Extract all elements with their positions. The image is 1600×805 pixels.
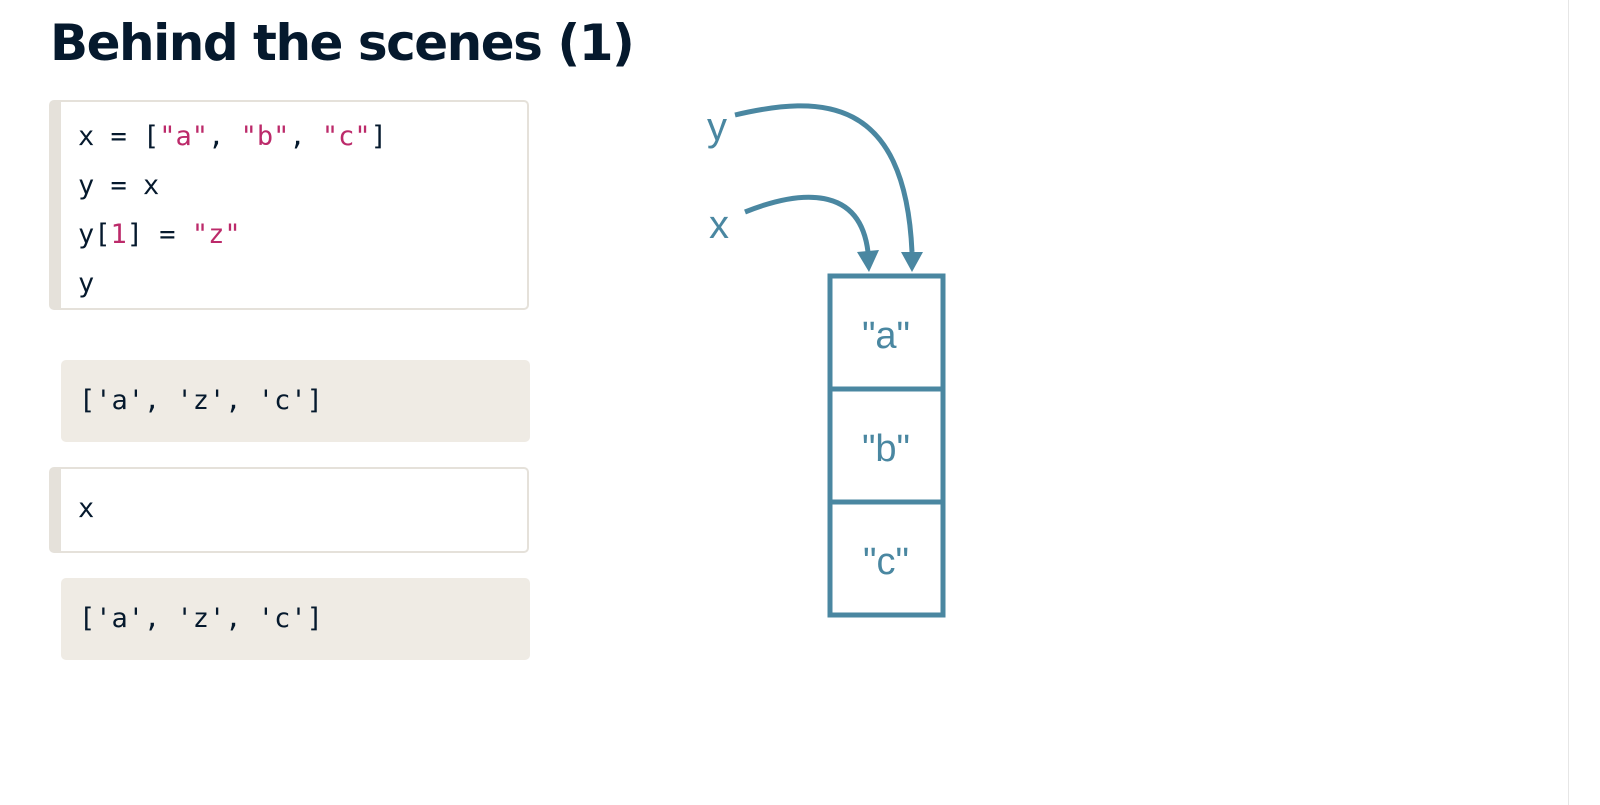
- code-token: y: [78, 268, 95, 299]
- code-token: y = x: [78, 170, 160, 201]
- slide-edge: [1568, 0, 1569, 805]
- code-token: ,: [208, 121, 241, 152]
- code-output-cell-2: ['a', 'z', 'c']: [61, 578, 530, 660]
- code-line: x: [78, 484, 527, 533]
- string-token: "c": [321, 121, 371, 152]
- arrow-x: [744, 194, 871, 253]
- code-line: y[1] = "z": [78, 210, 527, 259]
- list-cell-2: [827, 499, 946, 618]
- code-token: y[: [78, 219, 111, 250]
- list-item-label: "b": [862, 428, 910, 470]
- arrowhead-y: [901, 252, 923, 272]
- code-token: ,: [289, 121, 322, 152]
- string-token: "b": [240, 121, 290, 152]
- code-token: x: [78, 493, 95, 524]
- code-input-cell-2[interactable]: x: [49, 467, 529, 553]
- code-token: ]: [370, 121, 387, 152]
- arrowhead-x: [857, 250, 879, 272]
- string-token: "a": [159, 121, 209, 152]
- variable-label-x: x: [709, 203, 729, 247]
- variable-label-y: y: [707, 105, 727, 149]
- number-token: 1: [110, 219, 127, 250]
- code-token: x = [: [78, 121, 160, 152]
- arrow-y: [734, 103, 915, 253]
- code-token: ] =: [126, 219, 192, 250]
- code-line: y = x: [78, 161, 527, 210]
- code-input-cell-1[interactable]: x = ["a", "b", "c"] y = x y[1] = "z" y: [49, 100, 529, 310]
- list-item-label: "c": [863, 541, 909, 583]
- list-item-label: "a": [862, 315, 910, 357]
- code-line: y: [78, 259, 527, 308]
- code-output-cell-1: ['a', 'z', 'c']: [61, 360, 530, 442]
- code-line: x = ["a", "b", "c"]: [78, 112, 527, 161]
- string-token: "z": [191, 219, 241, 250]
- slide-title: Behind the scenes (1): [50, 14, 635, 72]
